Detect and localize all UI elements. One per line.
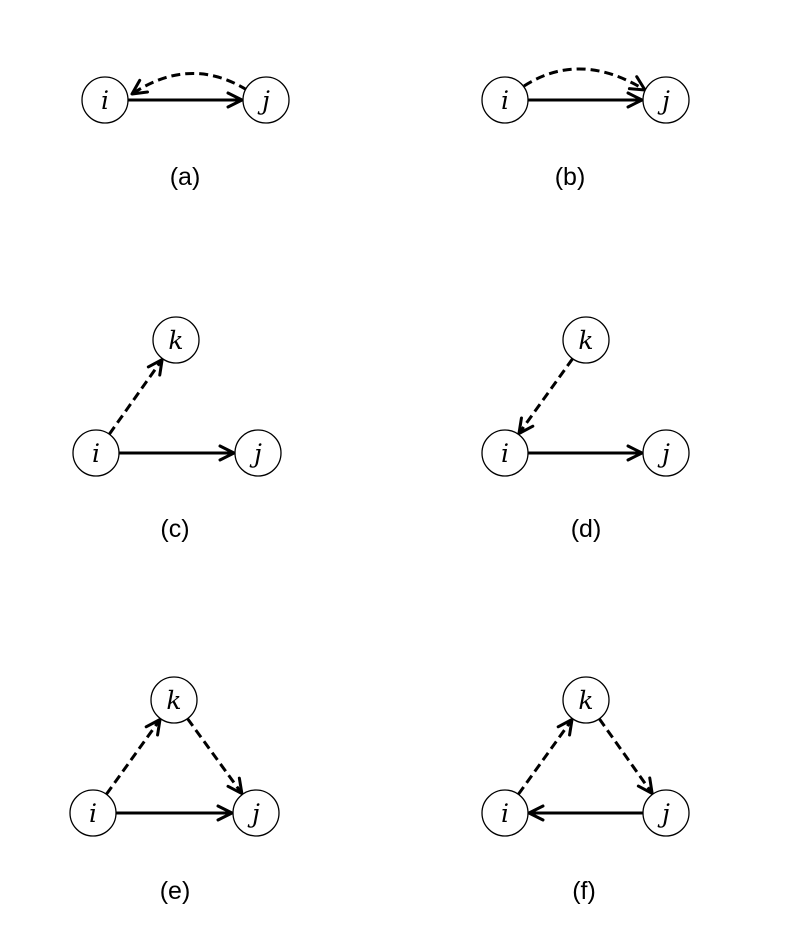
- dashed-edge-i-to-j: [523, 67, 646, 92]
- dashed-edge-k-to-j-arrowhead: [226, 776, 244, 796]
- node-label: i: [501, 439, 509, 468]
- solid-edge-i-to-j-arrowhead: [218, 444, 236, 462]
- solid-edge-i-to-j-arrowhead: [626, 444, 644, 462]
- panel-a: i j (a): [81, 72, 290, 191]
- node-circle: [234, 429, 282, 477]
- node-label: i: [501, 799, 509, 828]
- panel-label: (a): [170, 163, 201, 191]
- node-j: j: [642, 789, 690, 837]
- node-label: k: [166, 686, 181, 715]
- panel-c: i j k (c): [72, 316, 282, 543]
- node-circle: [72, 429, 120, 477]
- node-k: k: [562, 676, 610, 724]
- panel-b: i j (b): [481, 67, 690, 191]
- solid-edge-i-to-j-arrowhead: [626, 91, 644, 109]
- node-label: i: [101, 86, 109, 115]
- panel-label: (d): [571, 515, 602, 543]
- node-circle: [232, 789, 280, 837]
- node-k: k: [152, 316, 200, 364]
- dashed-edge-i-to-k: [108, 358, 164, 436]
- node-i: i: [69, 789, 117, 837]
- panel-label: (b): [555, 163, 586, 191]
- node-circle: [481, 789, 529, 837]
- node-label: k: [578, 326, 593, 355]
- panel-d: i j k (d): [481, 316, 690, 543]
- node-i: i: [481, 789, 529, 837]
- node-label: i: [89, 799, 97, 828]
- dashed-edge-i-to-k: [517, 718, 574, 796]
- node-label: i: [92, 439, 100, 468]
- node-circle: [69, 789, 117, 837]
- panel-label: (e): [160, 877, 191, 905]
- node-k: k: [150, 676, 198, 724]
- solid-edge-i-to-j-arrowhead: [216, 804, 234, 822]
- node-i: i: [81, 76, 129, 124]
- panel-e: i j k (e): [69, 676, 280, 905]
- node-circle: [242, 76, 290, 124]
- node-j: j: [232, 789, 280, 837]
- node-circle: [481, 429, 529, 477]
- dashed-edge-i-to-k-arrowhead: [144, 718, 162, 737]
- dashed-edge-i-to-k-arrowhead: [146, 358, 164, 377]
- node-circle: [81, 76, 129, 124]
- dashed-edge-k-to-j: [186, 717, 244, 795]
- dashed-edge-k-to-j-arrowhead: [636, 776, 654, 795]
- node-i: i: [481, 429, 529, 477]
- node-label: k: [578, 686, 593, 715]
- node-k: k: [562, 316, 610, 364]
- node-j: j: [234, 429, 282, 477]
- dashed-edge-i-to-k-arrowhead: [556, 718, 574, 737]
- panel-label: (f): [572, 877, 596, 905]
- node-circle: [642, 429, 690, 477]
- panel-f: i j k (f): [481, 676, 690, 905]
- node-j: j: [242, 76, 290, 124]
- solid-edge-j-to-i-arrowhead: [527, 804, 545, 822]
- node-circle: [642, 76, 690, 124]
- node-label: i: [501, 86, 509, 115]
- node-i: i: [72, 429, 120, 477]
- node-label: k: [168, 326, 183, 355]
- dashed-edge-i-to-k: [105, 718, 162, 796]
- dashed-edge-j-to-i-arrowhead: [130, 78, 150, 96]
- dashed-edge-j-to-i: [131, 72, 248, 96]
- node-j: j: [642, 429, 690, 477]
- solid-edge-i-to-j-arrowhead: [226, 91, 244, 109]
- node-circle: [562, 676, 610, 724]
- node-i: i: [481, 76, 529, 124]
- node-circle: [150, 676, 198, 724]
- node-circle: [562, 316, 610, 364]
- panel-label: (c): [160, 515, 189, 543]
- node-circle: [642, 789, 690, 837]
- node-j: j: [642, 76, 690, 124]
- node-circle: [481, 76, 529, 124]
- dashed-edge-k-to-i: [517, 357, 574, 435]
- dashed-edge-k-to-i-arrowhead: [517, 416, 535, 435]
- node-circle: [152, 316, 200, 364]
- dashed-edge-k-to-j: [598, 717, 654, 795]
